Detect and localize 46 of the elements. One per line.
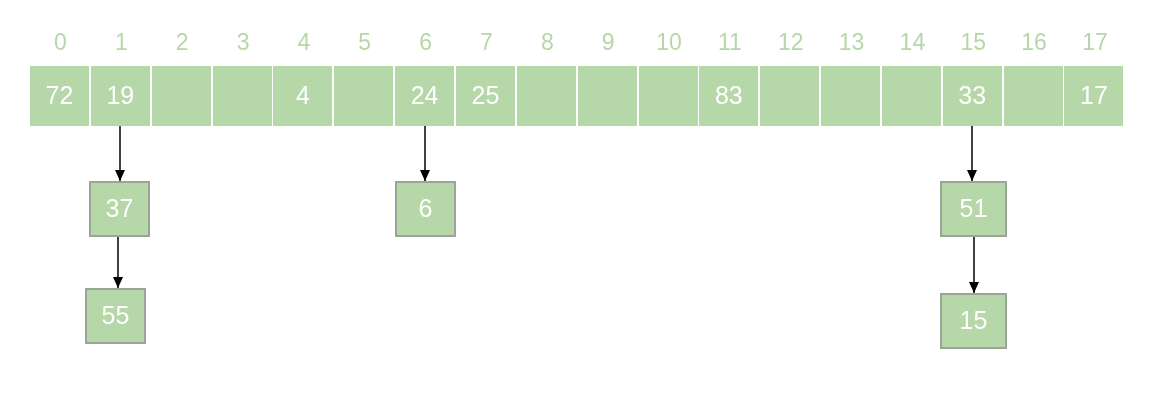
array-cell bbox=[212, 66, 272, 126]
index-label: 11 bbox=[717, 31, 742, 54]
array-cell: 4 bbox=[273, 66, 333, 126]
array-cell: 33 bbox=[942, 66, 1002, 126]
list-node: 6 bbox=[395, 181, 456, 237]
array-cell: 83 bbox=[699, 66, 759, 126]
index-label: 10 bbox=[656, 31, 682, 54]
index-label: 3 bbox=[236, 31, 250, 54]
arrow bbox=[967, 125, 977, 182]
index-label: 6 bbox=[419, 31, 432, 54]
index-label: 8 bbox=[540, 31, 554, 54]
array-cell: 17 bbox=[1064, 66, 1124, 126]
array-cell: 25 bbox=[455, 66, 515, 126]
index-label: 15 bbox=[960, 31, 987, 54]
arrow bbox=[969, 236, 979, 294]
index-label: 17 bbox=[1082, 31, 1108, 54]
index-label: 16 bbox=[1021, 31, 1047, 54]
index-label: 12 bbox=[777, 31, 804, 54]
array-cell bbox=[881, 66, 941, 126]
array-cell: 19 bbox=[90, 66, 150, 126]
array-cell bbox=[638, 66, 698, 126]
array-cell bbox=[821, 66, 881, 126]
array-cell: 72 bbox=[30, 66, 89, 126]
array-cell: 24 bbox=[395, 66, 455, 126]
list-node: 55 bbox=[85, 288, 146, 344]
index-label: 1 bbox=[114, 31, 128, 54]
index-label: 9 bbox=[601, 31, 615, 54]
list-node: 15 bbox=[940, 293, 1007, 349]
array-cell bbox=[334, 66, 394, 126]
list-node: 37 bbox=[89, 181, 150, 237]
index-label: 14 bbox=[899, 31, 926, 54]
array-cell bbox=[1003, 66, 1063, 126]
arrow bbox=[113, 236, 123, 289]
index-label: 7 bbox=[480, 31, 493, 54]
index-label: 4 bbox=[297, 31, 311, 54]
arrow bbox=[115, 125, 125, 182]
index-label: 0 bbox=[54, 31, 67, 54]
list-node: 51 bbox=[940, 181, 1007, 237]
index-label: 2 bbox=[175, 31, 189, 54]
array-cell bbox=[516, 66, 576, 126]
array-cell bbox=[577, 66, 637, 126]
array-cell bbox=[760, 66, 820, 126]
array-cell bbox=[151, 66, 211, 126]
index-label: 5 bbox=[358, 31, 372, 54]
arrow bbox=[420, 125, 430, 182]
index-label: 13 bbox=[838, 31, 865, 54]
